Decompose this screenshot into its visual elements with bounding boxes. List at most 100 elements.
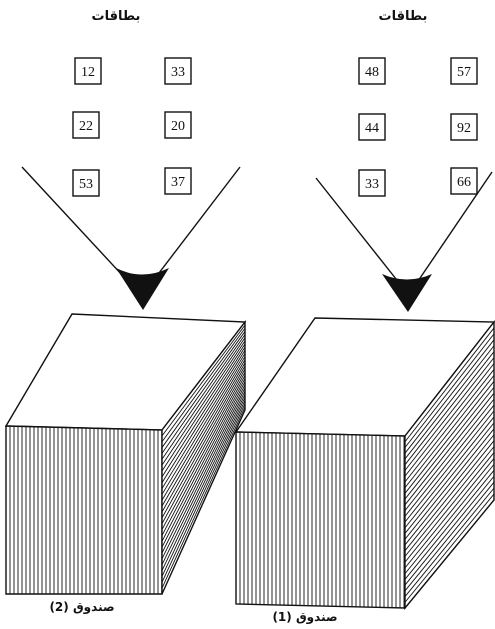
side-stripe [161,324,246,437]
side-stripe [404,416,495,529]
side-stripe [404,458,495,569]
right-card-5 [358,169,386,197]
side-stripe [161,362,246,507]
right-box [234,317,495,610]
left-cards-title: بطاقات [92,9,141,24]
right-card-2 [450,57,478,85]
side-stripe [161,397,246,571]
side-stripe [404,333,495,448]
side-stripe [404,345,495,460]
left-side-stripes [161,324,246,589]
left-card-2-value: 33 [171,65,185,80]
side-stripe [161,403,246,583]
left-card-1-value: 12 [81,65,95,80]
right-card-4-value: 92 [457,121,471,136]
right-card-5-value: 33 [365,177,379,192]
right-funnel-line-right [415,171,493,285]
right-side-stripes [404,327,495,603]
right-card-grid [358,57,478,197]
side-stripe [404,327,495,443]
right-card-6-value: 66 [457,175,471,190]
side-stripe [404,440,495,551]
side-stripe [161,394,246,565]
side-stripe [404,339,495,454]
right-arrowhead-icon [382,274,432,312]
side-stripe [404,410,495,523]
side-stripe [161,328,246,442]
side-stripe [404,398,495,511]
left-card-5 [72,169,100,197]
side-stripe [161,353,246,489]
right-card-4 [450,113,478,141]
side-stripe [404,475,495,586]
left-card-4 [164,111,192,139]
side-stripe [161,378,246,536]
side-stripe [161,390,246,560]
side-stripe [404,386,495,500]
side-stripe [404,351,495,465]
side-stripe [161,400,246,577]
side-stripe [404,470,495,580]
side-stripe [161,381,246,542]
side-stripe [161,340,246,466]
side-stripe [404,446,495,557]
left-card-4-value: 20 [171,119,185,134]
right-card-1-value: 48 [365,65,379,80]
side-stripe [161,343,246,472]
side-stripe [161,387,246,554]
side-stripe [161,346,246,478]
left-card-6 [164,167,192,195]
left-card-5-value: 53 [79,177,93,192]
right-card-6 [450,167,478,195]
side-stripe [404,487,495,597]
side-stripe [404,493,495,603]
left-card-2 [164,57,192,85]
left-funnel [21,166,241,291]
side-stripe [404,404,495,517]
left-box [4,313,247,595]
side-stripe [161,384,246,548]
side-stripe [161,334,246,454]
right-card-3 [358,113,386,141]
side-stripe [404,363,495,477]
side-stripe [404,428,495,540]
left-card-3-value: 22 [79,119,93,134]
side-stripe [404,422,495,534]
side-stripe [404,369,495,483]
side-stripe [404,464,495,574]
side-stripe [161,372,246,524]
right-cards-title: بطاقات [379,9,428,24]
side-stripe [161,406,246,589]
side-stripe [161,350,246,483]
right-front-stripes [239,432,405,608]
right-box-label: صندوق (1) [272,610,337,624]
side-stripe [161,331,246,448]
side-stripe [404,357,495,471]
side-stripe [161,368,246,519]
right-card-1 [358,57,386,85]
left-front-stripes [9,426,159,594]
side-stripe [161,356,246,495]
left-box-label: صندوق (2) [49,600,114,615]
side-stripe [404,381,495,494]
left-card-1 [74,57,102,85]
right-funnel-line-left [315,177,401,285]
left-card-grid [72,57,192,197]
left-card-3 [72,111,100,139]
side-stripe [404,481,495,592]
side-stripe [404,434,495,546]
left-arrowhead-icon [116,268,169,310]
side-stripe [404,452,495,563]
right-card-3-value: 44 [365,121,379,136]
side-stripe [161,375,246,530]
side-stripe [404,375,495,488]
left-box-front [5,425,163,595]
right-funnel [315,171,493,285]
side-stripe [161,365,246,513]
right-card-2-value: 57 [457,65,471,80]
left-box-side [161,319,246,595]
side-stripe [404,392,495,506]
left-card-6-value: 37 [171,175,185,190]
